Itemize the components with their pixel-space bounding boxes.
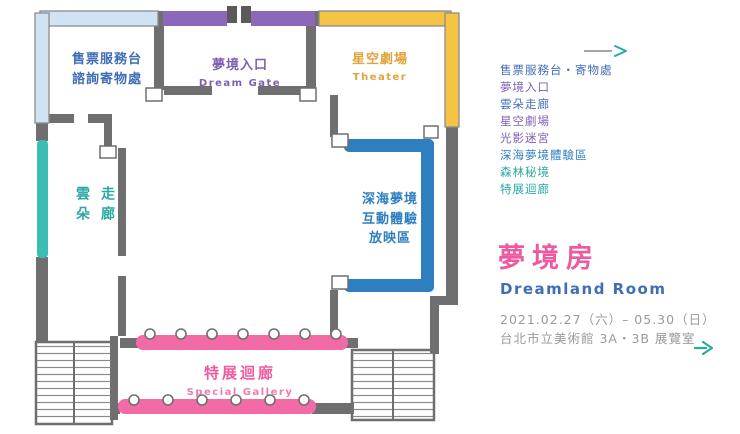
room-highlights bbox=[34, 6, 460, 414]
highlight-entrance bbox=[163, 11, 227, 26]
room-label-line: 互動體驗 bbox=[361, 211, 418, 227]
highlight-gallery bbox=[118, 399, 316, 414]
legend-item: 星空劇場 bbox=[500, 114, 550, 128]
highlight-ticket-area-side bbox=[34, 12, 50, 124]
door-leaf bbox=[227, 6, 237, 23]
room-label-line: 雲朵 bbox=[74, 186, 90, 226]
highlight-theater-side bbox=[444, 12, 460, 128]
legend-item: 光影迷宮 bbox=[500, 131, 550, 145]
exhibition-title: 夢境房 bbox=[498, 243, 600, 274]
highlight-deepsea bbox=[421, 139, 434, 292]
legend: 售票服務台・寄物處 夢境入口 雲朵走廊 星空劇場 光影迷宮 深海夢境體驗區 森林… bbox=[500, 62, 720, 198]
room-label-corridor: 雲朵 走廊 bbox=[72, 186, 117, 226]
highlight-ticket-area bbox=[39, 10, 159, 27]
chevron-right-icon bbox=[694, 340, 714, 356]
floor-plan: 售票服務台 諮詢寄物處 夢境入口 Dream Gate 星空劇場 Theater… bbox=[34, 6, 460, 426]
room-label-entrance: 夢境入口 Dream Gate bbox=[182, 56, 298, 91]
room-label-line: 夢境入口 bbox=[211, 58, 268, 73]
door-leaf bbox=[241, 6, 251, 23]
room-label-gallery: 特展迴廊 Special Gallery bbox=[172, 362, 308, 400]
highlight-theater bbox=[318, 10, 452, 27]
legend-item: 售票服務台・寄物處 bbox=[500, 63, 613, 77]
room-label-deepsea: 深海夢境 互動體驗 放映區 bbox=[348, 190, 432, 249]
stairs-left bbox=[34, 340, 114, 426]
room-label-line: 諮詢寄物處 bbox=[71, 71, 142, 87]
highlight-corridor bbox=[37, 140, 48, 258]
pillars bbox=[99, 87, 439, 290]
highlight-entrance bbox=[251, 11, 315, 26]
exhibition-subtitle: Dreamland Room bbox=[500, 280, 667, 298]
legend-item: 深海夢境體驗區 bbox=[500, 148, 588, 162]
highlight-gallery bbox=[136, 335, 348, 350]
room-label-line: 放映區 bbox=[368, 231, 411, 246]
room-label-theater: 星空劇場 Theater bbox=[332, 50, 428, 85]
room-label-line: 星空劇場 bbox=[351, 52, 408, 67]
floor-plan-drawing bbox=[34, 6, 460, 426]
arrow-right-icon bbox=[584, 45, 627, 57]
room-label-line: Special Gallery bbox=[186, 386, 294, 398]
walls bbox=[36, 11, 458, 420]
exhibition-dates: 2021.02.27（六）– 05.30（日） bbox=[500, 312, 716, 327]
exhibition-info: 2021.02.27（六）– 05.30（日） 台北市立美術館 3A・3B 展覽… bbox=[500, 310, 716, 348]
legend-item: 森林秘境 bbox=[500, 165, 550, 179]
highlight-deepsea bbox=[344, 139, 434, 152]
highlight-deepsea bbox=[344, 279, 434, 292]
room-label-ticket: 售票服務台 諮詢寄物處 bbox=[52, 50, 162, 89]
room-label-line: Theater bbox=[352, 71, 408, 83]
room-label-line: Dream Gate bbox=[198, 77, 282, 89]
legend-item: 夢境入口 bbox=[500, 80, 550, 94]
room-label-line: 深海夢境 bbox=[361, 192, 418, 207]
columns bbox=[128, 328, 342, 406]
stairs-right bbox=[350, 348, 436, 422]
legend-item: 雲朵走廊 bbox=[500, 97, 550, 111]
legend-item: 特展迴廊 bbox=[500, 182, 550, 196]
room-label-line: 特展迴廊 bbox=[203, 364, 276, 382]
exhibition-venue: 台北市立美術館 3A・3B 展覽室 bbox=[500, 331, 696, 346]
room-label-line: 售票服務台 bbox=[71, 52, 142, 67]
room-label-line: 走廊 bbox=[99, 186, 115, 226]
